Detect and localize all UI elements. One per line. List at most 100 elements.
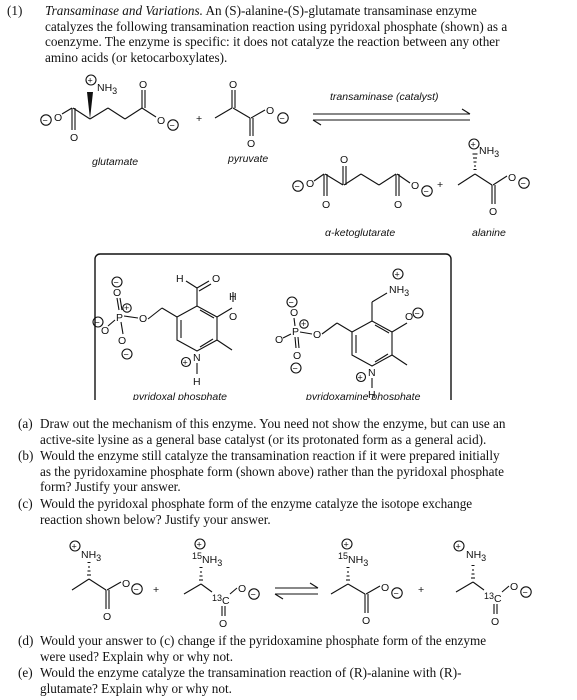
problem-title: Transaminase and Variations. bbox=[45, 3, 203, 18]
svg-text:+: + bbox=[197, 540, 202, 550]
svg-text:O: O bbox=[411, 180, 419, 192]
svg-text:13C: 13C bbox=[212, 593, 230, 607]
pyridoxamine-phosphate-structure: − O P + O O O − NH3 + O − N bbox=[275, 268, 424, 400]
svg-text:−: − bbox=[124, 350, 129, 360]
svg-text:O: O bbox=[290, 307, 298, 319]
question-d: (d) Would your answer to (c) change if t… bbox=[18, 633, 487, 664]
svg-text:−: − bbox=[134, 585, 139, 595]
alanine-labeled: + 15NH3 13C O O − bbox=[183, 538, 260, 630]
question-c: (c) Would the pyridoxal phosphate form o… bbox=[18, 495, 473, 527]
intro-line-3: coenzyme. The enzyme is specific: it doe… bbox=[45, 34, 500, 49]
svg-text:15NH3: 15NH3 bbox=[192, 551, 222, 568]
alanine-structure: + NH3 O O − bbox=[457, 138, 530, 218]
svg-text:O: O bbox=[70, 132, 78, 144]
pyridoxal-phosphate-structure: − O P + O − O − O H O H O bbox=[92, 273, 237, 388]
svg-text:+: + bbox=[124, 303, 129, 313]
intro-line-1: An (S)-alanine-(S)-glutamate transaminas… bbox=[205, 3, 477, 18]
svg-text:P: P bbox=[292, 326, 299, 338]
svg-text:NH3: NH3 bbox=[466, 549, 486, 563]
intro-line-4: amino acids (or ketocarboxylates). bbox=[45, 49, 228, 65]
svg-text:+: + bbox=[183, 358, 188, 368]
svg-text:−: − bbox=[523, 588, 528, 598]
svg-text:NH3: NH3 bbox=[81, 549, 101, 563]
svg-text:−: − bbox=[415, 309, 420, 319]
svg-text:H: H bbox=[176, 273, 184, 285]
svg-text:N: N bbox=[368, 367, 376, 379]
question-a: (a) Draw out the mechanism of this enzym… bbox=[18, 416, 506, 447]
svg-text:O: O bbox=[340, 154, 348, 166]
svg-text:O: O bbox=[157, 115, 165, 127]
svg-text:O: O bbox=[362, 615, 370, 627]
problem-intro: Transaminase and Variations. An (S)-alan… bbox=[45, 3, 570, 65]
svg-text:−: − bbox=[170, 121, 175, 131]
ketoglutarate-structure: − O O O O O − bbox=[292, 154, 433, 211]
alanine-label: alanine bbox=[472, 227, 506, 239]
plus-3: + bbox=[153, 584, 159, 596]
reaction-scheme: − O O + NH3 O O − glutamate + O O bbox=[40, 74, 530, 400]
svg-text:O: O bbox=[322, 199, 330, 211]
svg-text:−: − bbox=[251, 590, 256, 600]
alanine-c13: + NH3 13C O O − bbox=[453, 540, 532, 628]
isotope-equilibrium-arrow bbox=[274, 582, 319, 600]
svg-text:+: + bbox=[72, 542, 77, 552]
svg-text:O: O bbox=[489, 206, 497, 218]
svg-text:15NH3: 15NH3 bbox=[338, 551, 368, 568]
svg-text:−: − bbox=[424, 187, 429, 197]
alanine-n15: + 15NH3 O O − bbox=[330, 538, 403, 627]
svg-text:−: − bbox=[114, 278, 119, 288]
svg-text:+: + bbox=[456, 542, 461, 552]
ketoglutarate-label: α-ketoglutarate bbox=[325, 227, 395, 239]
svg-text:O: O bbox=[103, 611, 111, 623]
equilibrium-arrow bbox=[312, 108, 471, 126]
svg-text:O: O bbox=[247, 138, 255, 150]
svg-text:NH3: NH3 bbox=[479, 145, 499, 159]
svg-text:H: H bbox=[193, 376, 201, 388]
svg-text:O: O bbox=[381, 582, 389, 594]
svg-text:O: O bbox=[118, 335, 126, 347]
question-e: (e) Would the enzyme catalyze the transa… bbox=[18, 665, 462, 696]
pyruvate-structure: O O O − bbox=[214, 79, 289, 150]
svg-text:−: − bbox=[521, 179, 526, 189]
svg-text:O: O bbox=[394, 199, 402, 211]
svg-text:O: O bbox=[510, 581, 518, 593]
svg-text:O: O bbox=[275, 334, 283, 346]
intro-line-2: catalyzes the following transamination r… bbox=[45, 18, 508, 34]
question-list-1: (a) Draw out the mechanism of this enzym… bbox=[18, 416, 568, 528]
svg-text:O: O bbox=[405, 311, 413, 323]
question-b: (b) Would the enzyme still catalyze the … bbox=[18, 448, 504, 495]
svg-text:H: H bbox=[368, 389, 376, 400]
svg-text:O: O bbox=[306, 178, 314, 190]
alanine-natural: + NH3 O O − bbox=[69, 540, 143, 623]
svg-text:−: − bbox=[295, 182, 300, 192]
svg-text:O: O bbox=[139, 79, 147, 91]
svg-text:−: − bbox=[43, 116, 48, 126]
svg-text:+: + bbox=[358, 373, 363, 383]
svg-text:O: O bbox=[219, 618, 227, 630]
svg-text:O: O bbox=[212, 273, 220, 285]
catalyst-label: transaminase (catalyst) bbox=[330, 91, 439, 103]
svg-text:O: O bbox=[266, 105, 274, 117]
svg-text:NH3: NH3 bbox=[97, 82, 117, 96]
svg-text:O: O bbox=[101, 325, 109, 337]
svg-text:−: − bbox=[293, 364, 298, 374]
svg-text:−: − bbox=[394, 589, 399, 599]
pyruvate-label: pyruvate bbox=[227, 153, 268, 165]
svg-text:P: P bbox=[116, 312, 123, 324]
coenzyme-box bbox=[94, 253, 452, 400]
svg-text:O: O bbox=[229, 311, 237, 323]
svg-text:O: O bbox=[229, 79, 237, 91]
svg-text:O: O bbox=[122, 578, 130, 590]
svg-text:O: O bbox=[113, 287, 121, 299]
question-list-2: (d) Would your answer to (c) change if t… bbox=[18, 633, 568, 697]
svg-text:O: O bbox=[313, 329, 321, 341]
svg-text:O: O bbox=[491, 616, 499, 628]
svg-text:+: + bbox=[395, 270, 400, 280]
svg-text:+: + bbox=[88, 76, 93, 86]
isotope-exchange-scheme: + NH3 O O − + + 15NH3 13C O O − bbox=[69, 538, 532, 630]
pyridoxal-label: pyridoxal phosphate bbox=[132, 391, 227, 400]
svg-text:N: N bbox=[193, 352, 201, 364]
pyridoxamine-label: pyridoxamine phosphate bbox=[305, 391, 421, 400]
svg-text:O: O bbox=[54, 112, 62, 124]
svg-text:−: − bbox=[280, 114, 285, 124]
svg-text:O: O bbox=[139, 313, 147, 325]
